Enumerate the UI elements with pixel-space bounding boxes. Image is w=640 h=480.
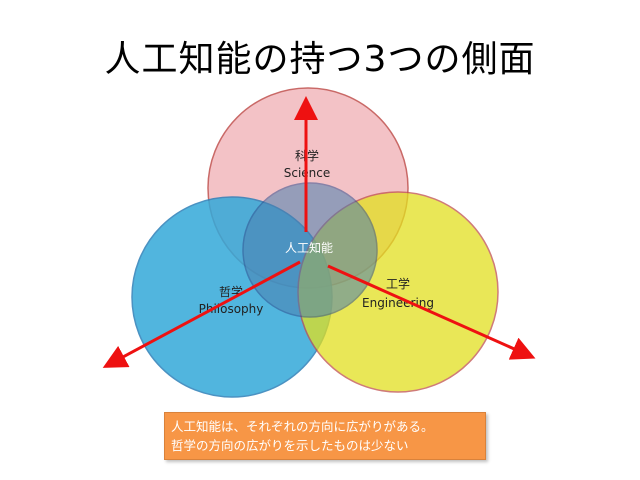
engineering-arrow — [327, 264, 536, 360]
center-circle — [242, 182, 378, 318]
engineering-label-ja: 工学 — [386, 276, 410, 291]
note-line-1: 人工知能は、それぞれの方向に広がりがある。 — [171, 419, 434, 434]
philosophy-label-en: Philosophy — [199, 302, 264, 316]
philosophy-label-ja: 哲学 — [219, 284, 243, 299]
note-box: 人工知能は、それぞれの方向に広がりがある。 哲学の方向の広がりを示したものは少な… — [164, 412, 486, 460]
slide-title: 人工知能の持つ3つの側面 — [104, 39, 536, 80]
note-line-2: 哲学の方向の広がりを示したものは少ない — [171, 438, 409, 453]
philosophy-arrow — [102, 260, 301, 368]
center-label: 人工知能 — [285, 241, 333, 255]
